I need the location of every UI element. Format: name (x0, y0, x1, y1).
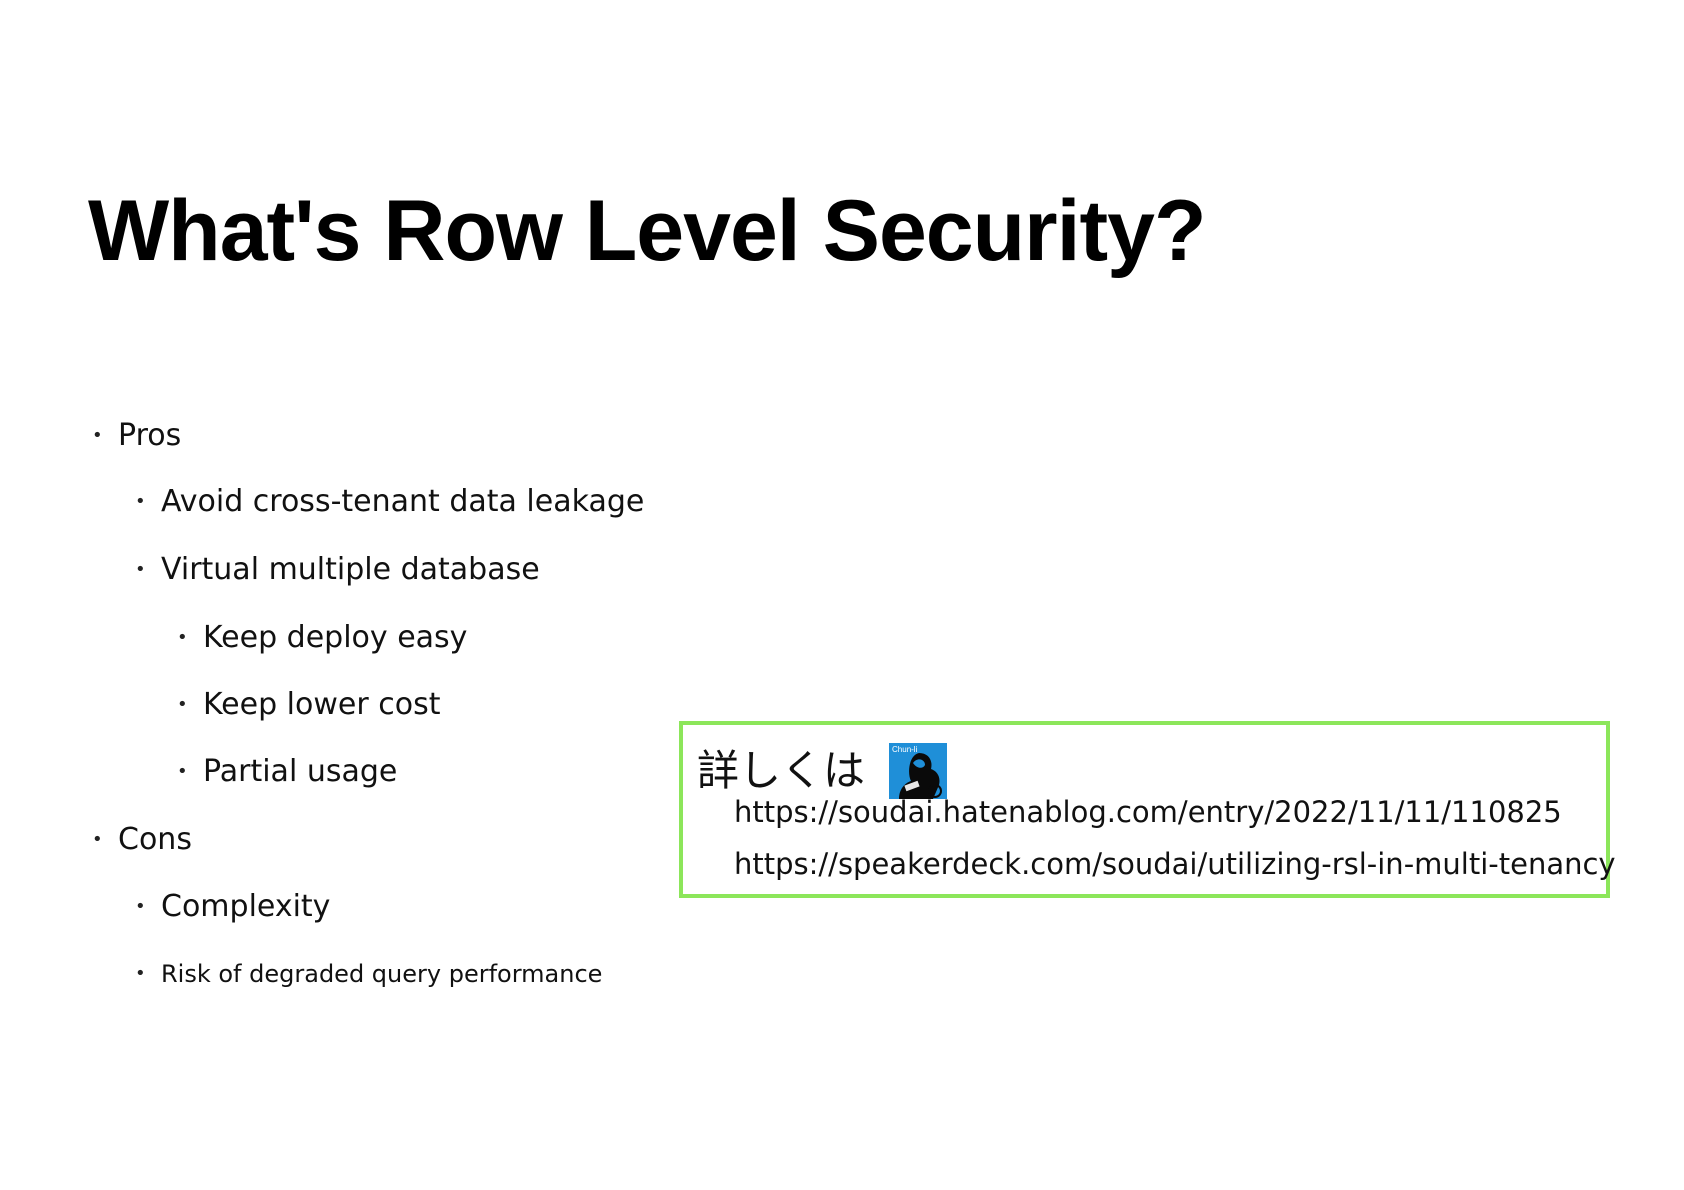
bullet-label: Complexity (161, 889, 331, 924)
bullet-cons-item: • Complexity (135, 889, 330, 925)
bullet-dot: • (92, 829, 103, 850)
bullet-pros-subitem: • Keep lower cost (177, 687, 440, 723)
slide-title: What's Row Level Security? (88, 183, 1206, 279)
bullet-pros-item: • Avoid cross-tenant data leakage (135, 484, 644, 520)
author-avatar-icon: Chun-li (889, 743, 948, 799)
callout-header: 詳しくは Chun-li (697, 743, 948, 799)
bullet-pros-item: • Virtual multiple database (135, 552, 540, 588)
bullet-dot: • (135, 491, 146, 512)
bullet-cons-item: • Risk of degraded query performance (135, 956, 602, 992)
bullet-label: Pros (118, 418, 182, 453)
bullet-label: Virtual multiple database (161, 552, 540, 587)
bullet-label: Keep lower cost (203, 687, 441, 722)
bullet-label: Risk of degraded query performance (161, 960, 603, 988)
bullet-label: Cons (118, 822, 192, 857)
bullet-dot: • (135, 963, 146, 984)
avatar-silhouette-icon (899, 753, 943, 799)
reference-callout: 詳しくは Chun-li https://soudai.hatenablog.c… (679, 721, 1616, 898)
bullet-dot: • (135, 896, 146, 917)
bullet-dot: • (135, 559, 146, 580)
avatar-tag: Chun-li (892, 745, 918, 754)
bullet-dot: • (177, 627, 188, 648)
reference-link-blog[interactable]: https://soudai.hatenablog.com/entry/2022… (734, 795, 1562, 829)
bullet-label: Partial usage (203, 754, 398, 789)
bullet-label: Avoid cross-tenant data leakage (161, 484, 645, 519)
bullet-dot: • (92, 425, 103, 446)
bullet-pros-subitem: • Keep deploy easy (177, 620, 467, 656)
bullet-cons: • Cons (92, 822, 192, 858)
bullet-label: Keep deploy easy (203, 620, 468, 655)
reference-link-speakerdeck[interactable]: https://speakerdeck.com/soudai/utilizing… (734, 847, 1616, 881)
bullet-pros-subitem: • Partial usage (177, 754, 397, 790)
bullet-pros: • Pros (92, 418, 181, 454)
bullet-dot: • (177, 761, 188, 782)
bullet-dot: • (177, 694, 188, 715)
callout-label: 詳しくは (697, 746, 866, 795)
